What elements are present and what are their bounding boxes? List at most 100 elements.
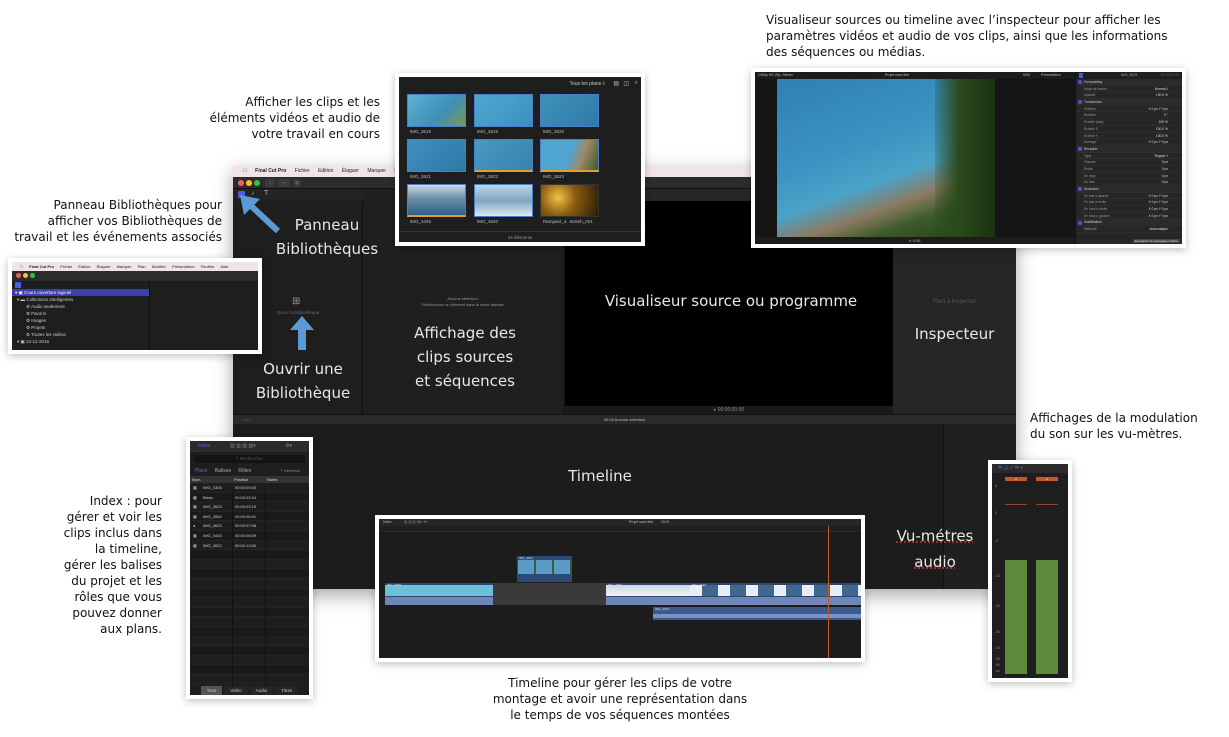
filter-audio[interactable]: Audio	[249, 686, 274, 695]
section-toggle-icon[interactable]	[1078, 100, 1082, 105]
solo-icon[interactable]: ⇆	[1014, 465, 1020, 471]
video-inspector-tab[interactable]	[1079, 73, 1083, 78]
titles-generators-icon[interactable]: T	[264, 190, 269, 197]
tree-item-images[interactable]: ⚙ Images	[26, 318, 47, 323]
keyword-button[interactable]: ⌁	[278, 179, 290, 187]
play-icon[interactable]: ▸	[713, 407, 717, 413]
index-button[interactable]: Index	[241, 417, 251, 422]
tree-item-smart-collections[interactable]: ▾ ▬ Collections intelligentes	[17, 297, 74, 302]
parameter-value[interactable]: X 0 px Y 0 px	[1148, 106, 1169, 111]
close-window-button[interactable]	[238, 180, 244, 186]
parameter-value[interactable]: 100.0 %	[1155, 93, 1168, 98]
menu-trim[interactable]: Élaguer	[92, 264, 111, 269]
save-effects-preset-button[interactable]: Enregistrer le préréglage d'effets	[1132, 239, 1180, 243]
index-title[interactable]: Index	[198, 443, 211, 449]
filmstrip-icon[interactable]: ◫	[623, 81, 629, 87]
menu-mark[interactable]: Marquer	[112, 264, 132, 269]
tab-roles[interactable]: Rôles	[238, 468, 252, 474]
parameter-value[interactable]: 100 %	[1158, 120, 1168, 125]
clip-appearance-icons[interactable]: ▥ ▥ ▥ ▥▾ ✦▾	[404, 520, 428, 524]
play-icon[interactable]: ▸	[909, 238, 912, 243]
tree-item-audio-only[interactable]: ⚙ Audio seulement	[26, 304, 65, 309]
viewer-view-dropdown[interactable]: Présentation	[1041, 73, 1061, 77]
section-toggle-icon[interactable]	[1078, 220, 1082, 225]
menu-help[interactable]: Aide	[216, 264, 228, 269]
menu-file[interactable]: Fichier	[289, 168, 310, 174]
tab-tags[interactable]: Balises	[214, 468, 232, 474]
section-toggle-icon[interactable]	[1078, 80, 1082, 85]
parameter-value[interactable]: 0 px	[1161, 180, 1168, 185]
menu-edit[interactable]: Édition	[312, 168, 333, 174]
import-button[interactable]: ↓	[265, 179, 275, 187]
parameter-value[interactable]: Normal ◊	[1154, 86, 1168, 91]
clip-thumbnail[interactable]	[540, 94, 599, 127]
inspector-section-header[interactable]: Transformer	[1076, 99, 1182, 106]
col-name[interactable]: Nom	[192, 477, 201, 482]
tree-item-all-videos[interactable]: ⚙ Toutes les vidéos	[26, 332, 66, 337]
col-position[interactable]: Position	[234, 477, 249, 482]
menu-modify[interactable]: Modifier	[147, 264, 166, 269]
tab-clips[interactable]: Plans	[195, 468, 208, 474]
connected-clip[interactable]: IMG_3623	[517, 556, 572, 582]
photos-audio-icon[interactable]: ♪	[251, 190, 255, 197]
open-library-label[interactable]: Ouvrir la bibliothèque	[276, 310, 320, 315]
parameter-value[interactable]: X 0 px Y 0 px	[1148, 207, 1169, 212]
parameter-value[interactable]: 100.0 %	[1155, 133, 1168, 138]
timeline-ruler[interactable]	[379, 526, 861, 532]
filter-video[interactable]: Vidéo	[224, 686, 248, 695]
inspector-section-header[interactable]: Stabilisation	[1076, 219, 1182, 227]
menu-view[interactable]: Présentation	[167, 264, 194, 269]
section-toggle-icon[interactable]	[1078, 147, 1082, 151]
menu-trim[interactable]: Élaguer	[336, 168, 359, 174]
parameter-value[interactable]: 0 px	[1161, 173, 1168, 178]
open-library-icon[interactable]: ⊞	[292, 296, 301, 307]
tree-item-library[interactable]: ▾ ▣ Cours ouverture logiciel	[12, 289, 149, 296]
parameter-value[interactable]: X 0 px Y 0 px	[1148, 213, 1169, 218]
col-notes[interactable]: Notes	[267, 477, 278, 482]
clip-thumbnail[interactable]	[407, 184, 466, 217]
settings-icon[interactable]: ⚙▾	[285, 443, 292, 449]
minimize-window-button[interactable]	[23, 273, 28, 278]
parameter-value[interactable]: X 0 px Y 0 px	[1148, 193, 1169, 198]
tree-item-projects[interactable]: ⚙ Projets	[26, 325, 46, 330]
gap-clip[interactable]	[493, 583, 606, 605]
parameter-value[interactable]: Automatique	[1149, 227, 1168, 232]
apple-icon[interactable]: 	[243, 168, 247, 174]
libraries-icon[interactable]	[15, 282, 21, 288]
inspector-section-header[interactable]: Recadrer	[1076, 145, 1182, 153]
zoom-window-button[interactable]	[30, 273, 35, 278]
libraries-icon[interactable]	[238, 191, 245, 198]
clip-thumbnail[interactable]	[474, 139, 533, 172]
background-tasks-button[interactable]: ◎	[293, 179, 301, 187]
menu-app[interactable]: Final Cut Pro	[250, 168, 286, 174]
info-icon[interactable]: ◐	[1020, 465, 1024, 471]
menu-clip[interactable]: Plan	[133, 264, 146, 269]
parameter-value[interactable]: 0 px	[1161, 160, 1168, 165]
clip-appearance-icons[interactable]: ▥ ▥ ▥ ▥▾	[230, 443, 256, 449]
parameter-value[interactable]: X 0 px Y 0 px	[1148, 140, 1169, 145]
playhead[interactable]	[828, 526, 829, 658]
viewer-zoom-dropdown[interactable]: 54%	[1023, 73, 1031, 77]
primary-clip[interactable]: IMG_3306	[385, 583, 493, 605]
primary-clip[interactable]: IMG_3445	[690, 583, 861, 605]
tree-item-event[interactable]: ▾ ▣ 12-12-2016	[17, 339, 50, 344]
close-window-button[interactable]	[16, 273, 21, 278]
parameter-value[interactable]: X 0 px Y 0 px	[1148, 200, 1169, 205]
